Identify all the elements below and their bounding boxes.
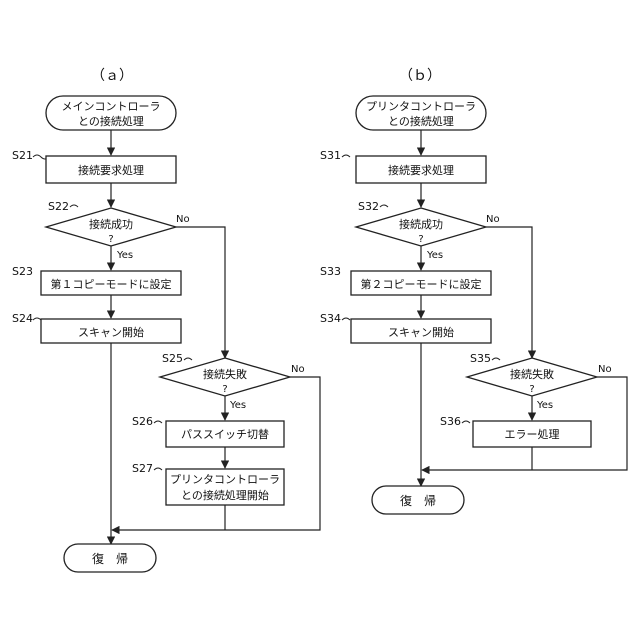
- step-label-s31: S31: [320, 149, 341, 162]
- panel-a-label: （ａ）: [91, 68, 133, 84]
- leader-squiggle: [342, 318, 350, 320]
- start-terminal-b-line2: との接続処理: [388, 114, 454, 128]
- leader-squiggle: [184, 358, 192, 360]
- leader-squiggle: [154, 421, 162, 423]
- decision-s32-question: ?: [418, 234, 423, 245]
- step-label-s23: S23: [12, 265, 33, 278]
- decision-s32-no: No: [486, 214, 500, 225]
- connector-no-branch: [112, 377, 320, 530]
- step-label-s21: S21: [12, 149, 33, 162]
- step-label-s33: S33: [320, 265, 341, 278]
- panel-b-label: （ｂ）: [399, 68, 441, 84]
- end-terminal-a-text: 復 帰: [92, 551, 128, 566]
- step-label-s22: S22: [48, 200, 69, 213]
- leader-squiggle: [70, 205, 78, 207]
- step-label-s34: S34: [320, 312, 341, 325]
- step-label-s35: S35: [470, 352, 491, 365]
- decision-s22-text: 接続成功: [89, 217, 133, 231]
- process-s24-text: スキャン開始: [78, 325, 144, 339]
- start-terminal-a-line2: との接続処理: [78, 114, 144, 128]
- leader-squiggle: [492, 358, 500, 360]
- step-label-s27: S27: [132, 462, 153, 475]
- panel-b: （ｂ） プリンタコントローラ との接続処理 S31 接続要求処理 S32 接続成…: [320, 68, 627, 514]
- step-label-s26: S26: [132, 415, 153, 428]
- decision-s22-yes: Yes: [116, 250, 133, 261]
- leader-squiggle: [342, 155, 350, 157]
- process-s34-text: スキャン開始: [388, 325, 454, 339]
- step-label-s32: S32: [358, 200, 379, 213]
- start-terminal-b-line1: プリンタコントローラ: [366, 100, 476, 113]
- process-s27-line2: との接続処理開始: [181, 488, 269, 502]
- process-s23-text: 第１コピーモードに設定: [51, 277, 172, 291]
- decision-s35-yes: Yes: [536, 400, 553, 411]
- decision-s35-question: ?: [529, 384, 534, 395]
- decision-s25-question: ?: [222, 384, 227, 395]
- process-s36-text: エラー処理: [505, 428, 560, 441]
- decision-s25-text: 接続失敗: [203, 367, 247, 381]
- decision-s35-text: 接続失敗: [510, 367, 554, 381]
- decision-s35-no: No: [598, 364, 612, 375]
- leader-squiggle: [33, 318, 41, 320]
- step-label-s24: S24: [12, 312, 33, 325]
- decision-s22-no: No: [176, 214, 190, 225]
- decision-s32-text: 接続成功: [399, 217, 443, 231]
- end-terminal-b-text: 復 帰: [400, 493, 436, 508]
- panel-a: （ａ） メインコントローラ との接続処理 S21 接続要求処理 S22 接続成功…: [12, 68, 320, 572]
- process-s31-text: 接続要求処理: [388, 163, 454, 177]
- process-s26-text: パススイッチ切替: [181, 427, 269, 441]
- start-terminal-a-line1: メインコントローラ: [62, 100, 161, 113]
- decision-s22-question: ?: [108, 234, 113, 245]
- leader-squiggle: [462, 421, 470, 423]
- connector-no-branch: [176, 227, 225, 358]
- leader-squiggle: [154, 468, 162, 470]
- decision-s25-no: No: [291, 364, 305, 375]
- decision-s25-yes: Yes: [229, 400, 246, 411]
- step-label-s36: S36: [440, 415, 461, 428]
- process-s21-text: 接続要求処理: [78, 163, 144, 177]
- process-s27-line1: プリンタコントローラ: [170, 473, 280, 486]
- connector-no-branch: [486, 227, 532, 358]
- leader-squiggle: [380, 205, 388, 207]
- decision-s32-yes: Yes: [426, 250, 443, 261]
- process-s33-text: 第２コピーモードに設定: [361, 277, 482, 291]
- step-label-s25: S25: [162, 352, 183, 365]
